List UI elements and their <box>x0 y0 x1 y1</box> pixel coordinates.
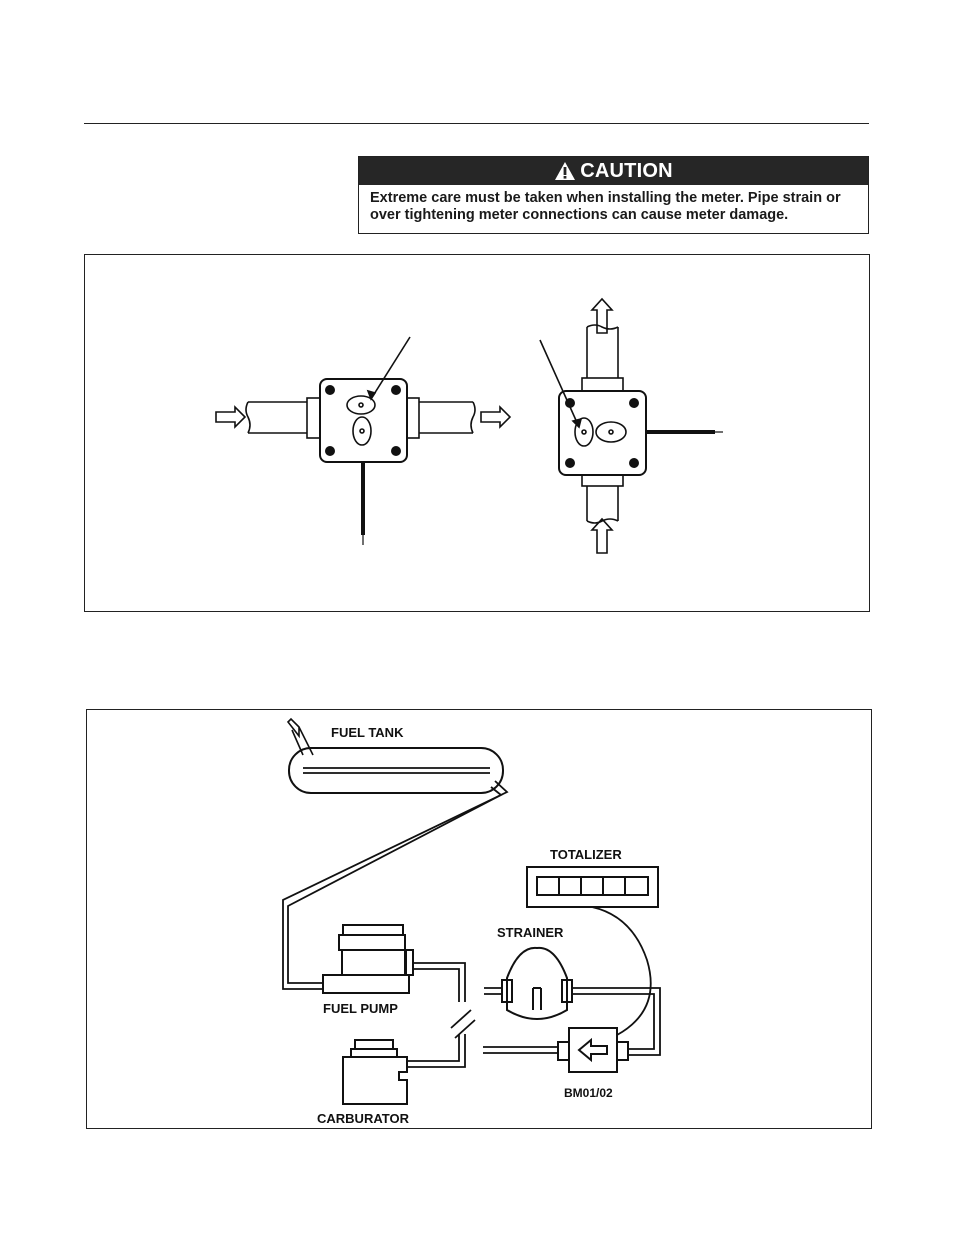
fuel-tank-label: FUEL TANK <box>331 725 404 740</box>
caution-header: CAUTION <box>359 157 868 185</box>
caution-box: CAUTION Extreme care must be taken when … <box>358 156 869 234</box>
vertical-mount-diagram <box>539 297 723 554</box>
totalizer <box>526 866 659 908</box>
model-label: BM01/02 <box>564 1086 613 1100</box>
fuel-pump <box>322 924 414 994</box>
meter-orientation-panel <box>84 254 870 612</box>
fuel-pump-label: FUEL PUMP <box>323 1001 398 1016</box>
caution-text: Extreme care must be taken when installi… <box>370 190 841 223</box>
meter-screws <box>325 385 639 468</box>
strainer <box>501 946 573 1020</box>
horizontal-mount-diagram <box>215 336 512 545</box>
flow-meter <box>557 1027 629 1073</box>
strainer-label: STRAINER <box>497 925 564 940</box>
totalizer-label: TOTALIZER <box>550 847 622 862</box>
carburator <box>342 1039 408 1105</box>
carburator-label: CARBURATOR <box>317 1111 410 1126</box>
fuel-tank <box>288 747 504 794</box>
fuel-system-panel: FUEL TANK TOTALIZER STRAINER FUEL PUMP C… <box>86 709 872 1129</box>
caution-title: CAUTION <box>580 159 673 182</box>
warning-triangle-icon <box>555 162 576 180</box>
header-rule <box>84 123 869 124</box>
fuel-filler-neck <box>286 717 314 756</box>
